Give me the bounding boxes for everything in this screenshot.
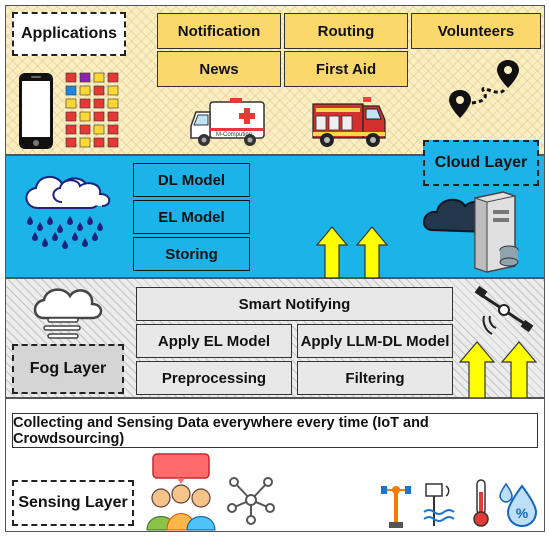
cloud-storing: Storing: [133, 237, 250, 271]
app-notification: Notification: [157, 13, 281, 49]
server-cloud-icon: [422, 191, 519, 273]
svg-text:%: %: [516, 505, 529, 521]
applications-layer-label: Applications: [12, 12, 126, 56]
app-volunteers: Volunteers: [411, 13, 541, 49]
ambulance-icon: M-Computing: [190, 98, 265, 146]
sensing-collecting-bar: Collecting and Sensing Data everywhere e…: [12, 413, 538, 448]
weather-station-icon: [381, 486, 411, 528]
fog-filtering: Filtering: [297, 361, 453, 395]
svg-text:M-Computing: M-Computing: [216, 132, 252, 138]
fog-up-arrows-icon: [458, 341, 538, 399]
sensing-layer-label: Sensing Layer: [12, 480, 134, 526]
rain-cloud-icon: [25, 176, 111, 249]
app-first-aid: First Aid: [284, 51, 408, 87]
app-news: News: [157, 51, 281, 87]
cloud-el-model: EL Model: [133, 200, 250, 234]
fog-apply-llm-dl-model: Apply LLM-DL Model: [297, 324, 453, 358]
thermometer-icon: [473, 479, 489, 527]
network-icon: [227, 477, 275, 525]
fire-truck-icon: [312, 97, 386, 147]
water-level-icon: [423, 483, 455, 526]
sensor-icon: [474, 285, 534, 335]
fog-layer-label: Fog Layer: [12, 344, 124, 394]
humidity-icon: %: [499, 482, 538, 528]
fog-apply-el-model: Apply EL Model: [136, 324, 292, 358]
crowd-icon: [146, 453, 216, 531]
fog-smart-notifying: Smart Notifying: [136, 287, 453, 321]
fog-preprocessing: Preprocessing: [136, 361, 292, 395]
smartphone-icon: [19, 73, 53, 149]
route-map-icon: [449, 60, 519, 118]
cloud-layer-label-box: Cloud Layer: [423, 140, 539, 186]
app-routing: Routing: [284, 13, 408, 49]
app-grid-icon: [65, 72, 119, 148]
fog-cloud-icon: [33, 288, 103, 339]
cloud-up-arrows-icon: [315, 226, 389, 279]
cloud-dl-model: DL Model: [133, 163, 250, 197]
